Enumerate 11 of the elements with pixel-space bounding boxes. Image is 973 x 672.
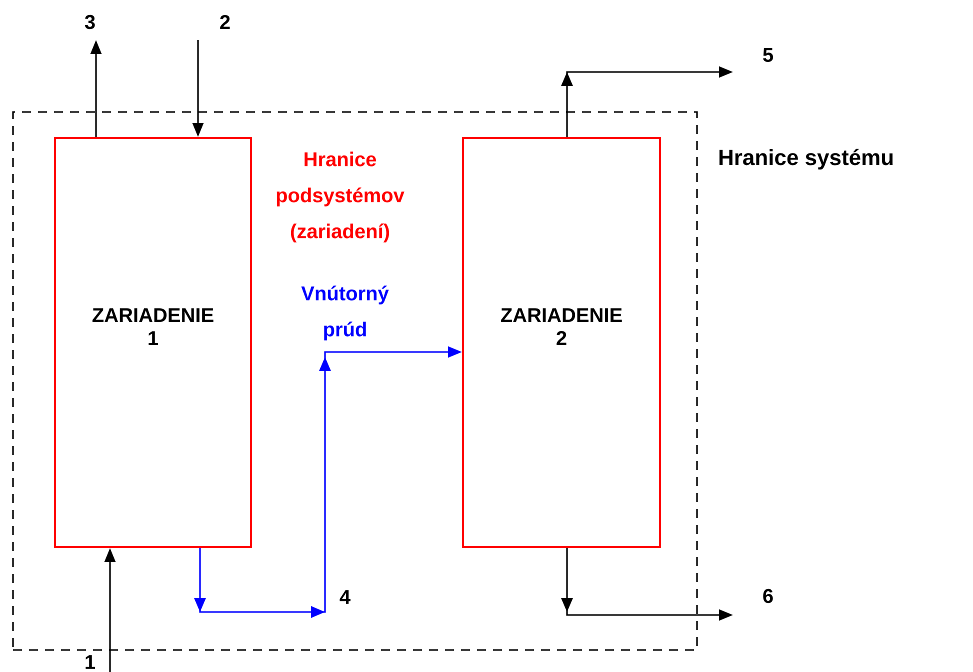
stream-number: 3 xyxy=(84,14,95,30)
stream-number: 1 xyxy=(86,655,96,669)
subsystem-boundary-label: Hranice podsystémov (zariadení) xyxy=(276,152,404,242)
equipment-box: ZARIADENIE 2 xyxy=(462,137,661,548)
stream-number: 6 xyxy=(763,588,773,604)
stream-label: Vnútorný prúd xyxy=(301,286,389,340)
stream-number: 2 xyxy=(220,15,230,29)
stream-number: 5 xyxy=(763,48,774,62)
equipment-box: ZARIADENIE 1 xyxy=(54,137,252,548)
stream-number: 4 xyxy=(340,590,350,604)
boundary-label: Hranice systému xyxy=(719,148,893,170)
